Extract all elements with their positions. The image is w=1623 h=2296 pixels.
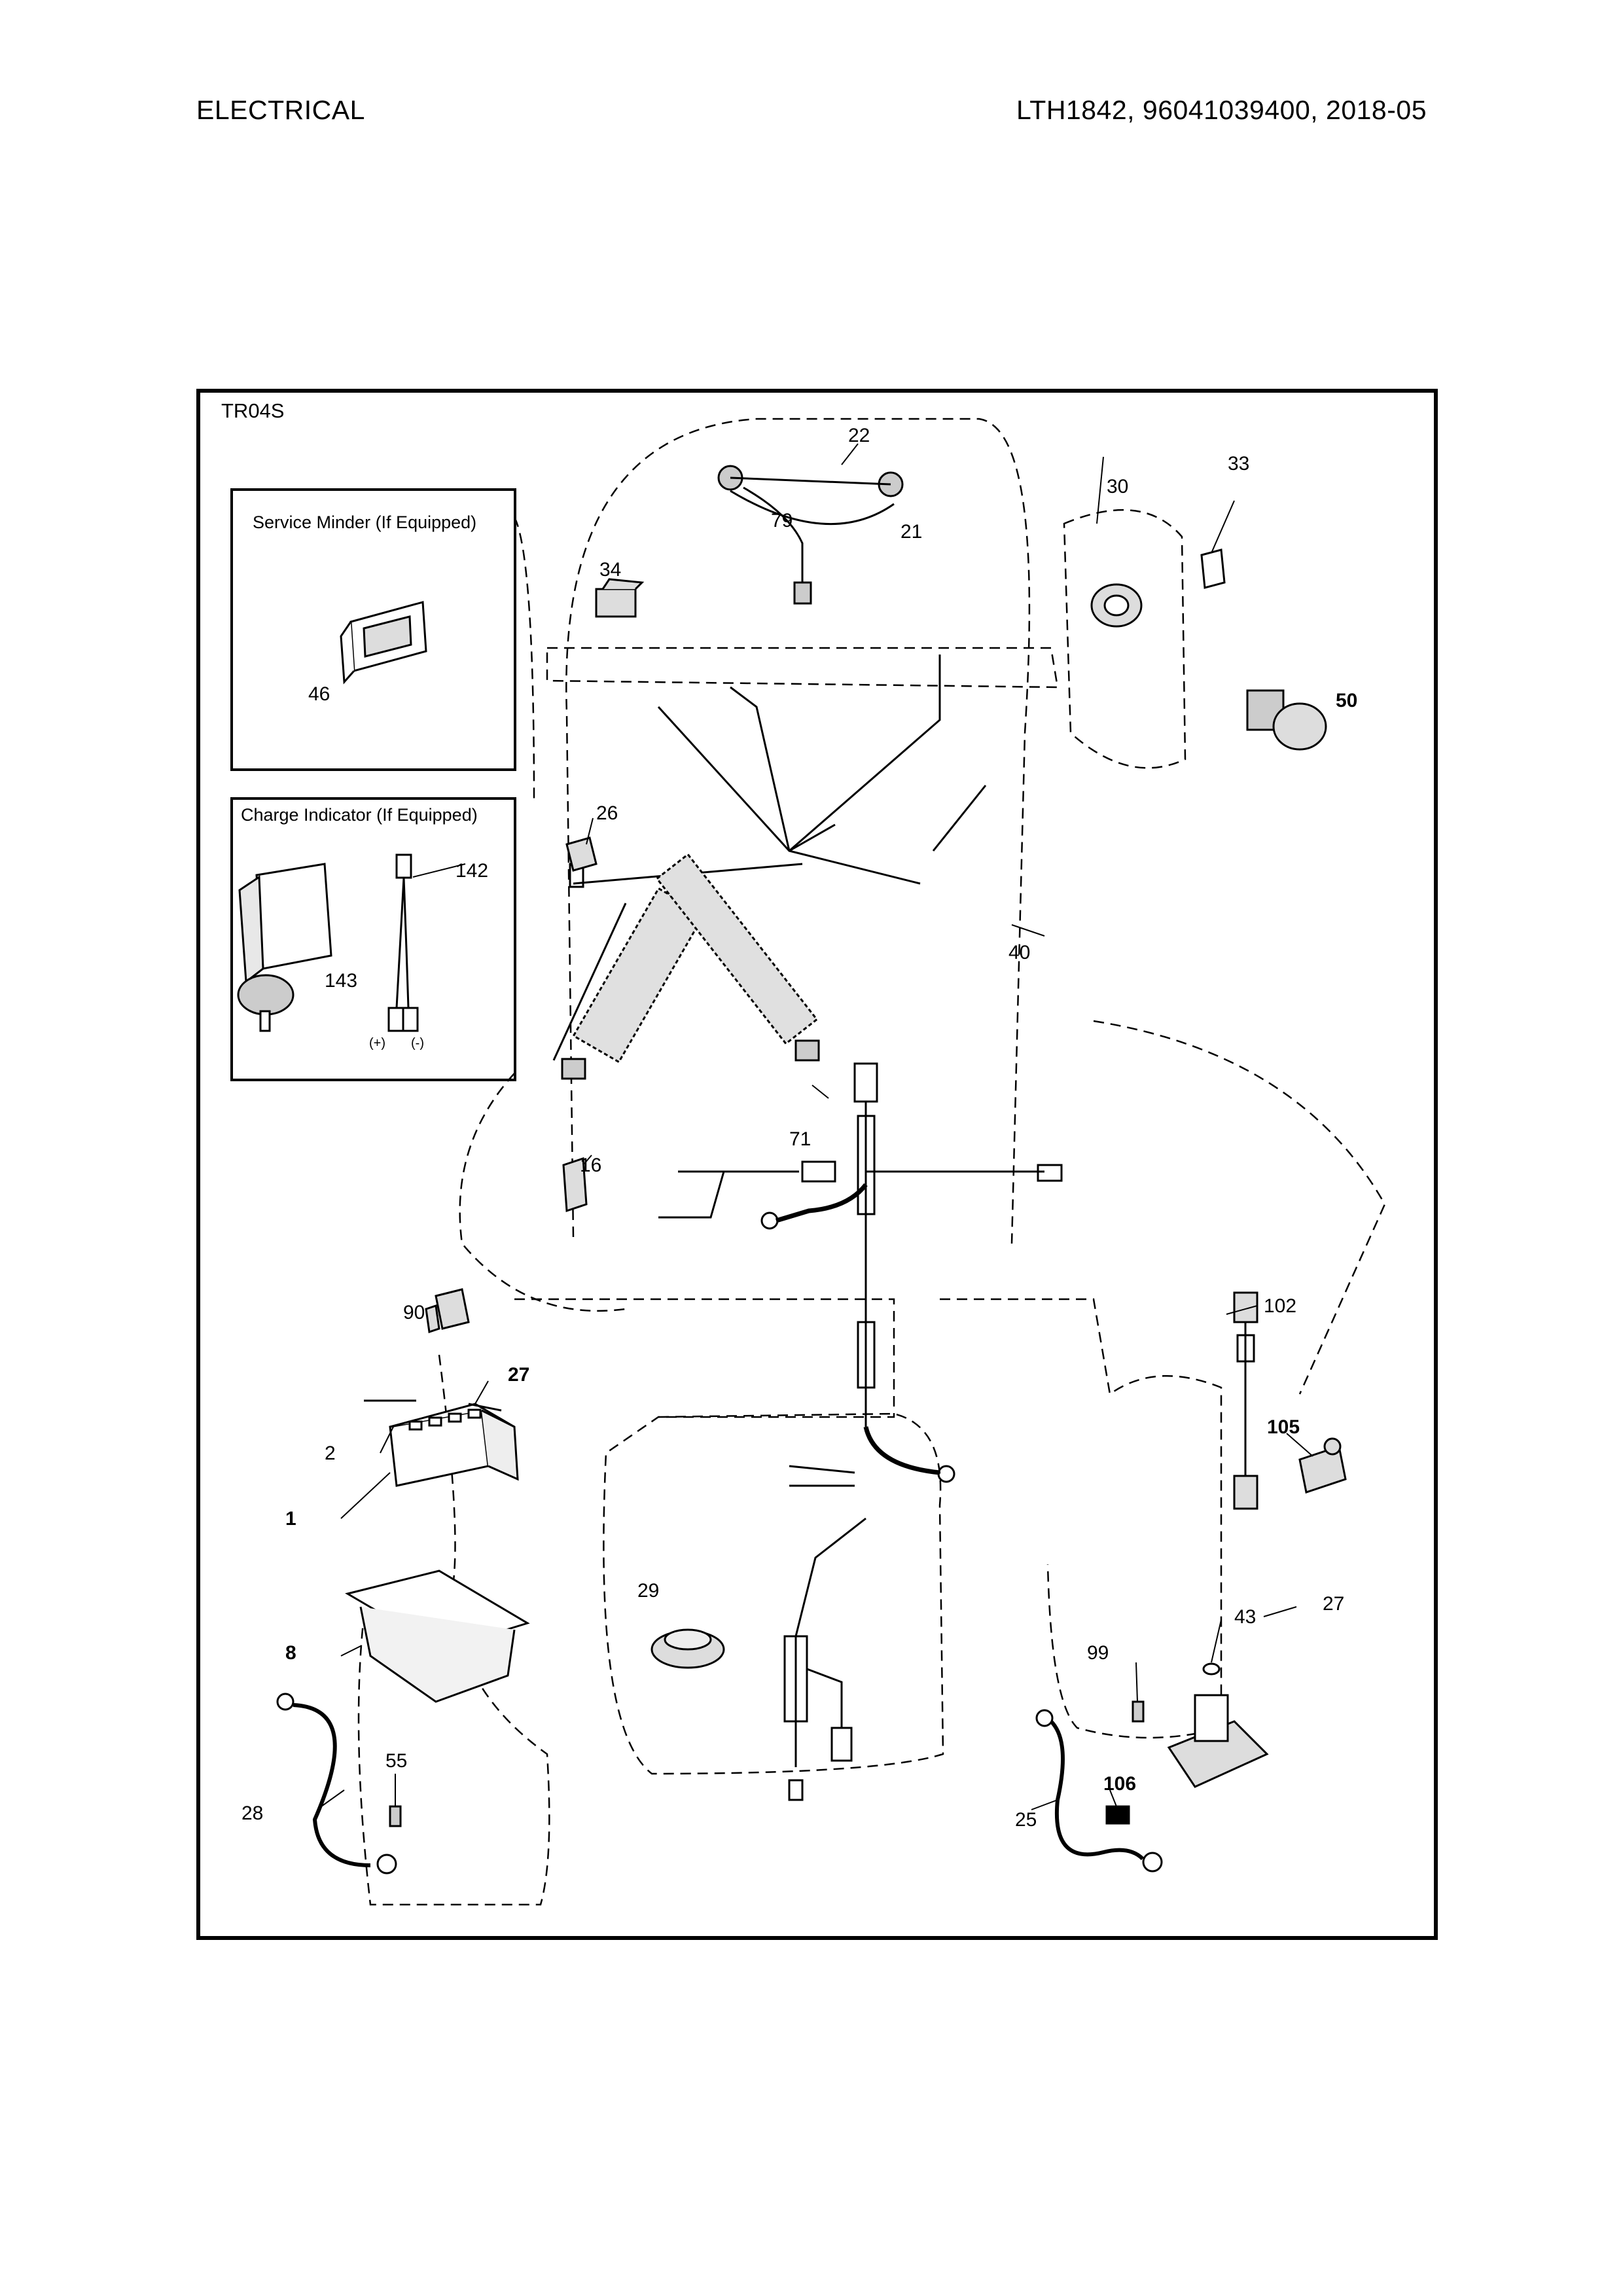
brake-switch-part — [1298, 1437, 1347, 1494]
electrical-parts-diagram: 2279213330344650261421434071169010227211… — [230, 418, 1386, 1906]
callout-26: 26 — [596, 802, 618, 824]
callout-28: 28 — [241, 1803, 263, 1824]
service-minder-inset — [230, 488, 516, 771]
chassis-outlines — [357, 418, 1386, 1906]
seat-switch-harness-part — [1233, 1291, 1258, 1510]
callout-30: 30 — [1107, 476, 1128, 497]
charge-indicator-title: Charge Indicator (If Equipped) — [241, 805, 478, 825]
harness-71-part — [658, 1062, 1063, 1801]
callout-21: 21 — [901, 521, 922, 543]
callout-50: 50 — [1336, 690, 1357, 711]
key-switch-outline — [1063, 509, 1186, 769]
callout-142: 142 — [455, 860, 488, 882]
horn-part — [651, 1628, 725, 1669]
section-title: ELECTRICAL — [196, 95, 365, 125]
starter-solenoid-part — [1167, 1662, 1269, 1788]
service-minder-title: Service Minder (If Equipped) — [253, 512, 477, 532]
callout-1: 1 — [285, 1508, 296, 1530]
fuse-holder-part — [565, 836, 597, 872]
hour-meter-part — [340, 601, 427, 685]
polarity-minus-label: (-) — [411, 1036, 424, 1050]
callout-27: 27 — [1323, 1593, 1344, 1615]
model-info: LTH1842, 96041039400, 2018-05 — [1016, 95, 1427, 125]
main-harness-part — [552, 655, 987, 1080]
callout-79: 79 — [771, 510, 793, 531]
headlight-harness-part — [717, 465, 904, 605]
callout-16: 16 — [580, 1155, 601, 1176]
hood-outline — [565, 418, 1031, 1244]
callout-27: 27 — [508, 1364, 529, 1386]
callout-106: 106 — [1103, 1773, 1136, 1795]
light-switch-part — [595, 578, 645, 618]
battery-part — [364, 1399, 519, 1487]
callout-46: 46 — [308, 683, 330, 705]
callout-33: 33 — [1228, 453, 1249, 475]
callout-25: 25 — [1015, 1809, 1037, 1831]
callout-40: 40 — [1008, 942, 1030, 963]
relay-16-part — [562, 1157, 588, 1213]
indicator-lead-part — [387, 853, 419, 1032]
callout-34: 34 — [599, 559, 621, 581]
charge-indicator-part — [237, 863, 332, 1032]
callout-143: 143 — [325, 970, 357, 992]
callout-99: 99 — [1087, 1642, 1109, 1664]
leader-lines — [321, 443, 1313, 1810]
battery-cable-28-part — [276, 1693, 397, 1874]
callout-22: 22 — [848, 425, 870, 446]
hardware-bolts — [389, 1700, 1145, 1827]
diagram-id: TR04S — [221, 399, 285, 422]
connector-90-part — [425, 1288, 470, 1333]
callout-2: 2 — [325, 1443, 336, 1464]
callout-90: 90 — [403, 1302, 425, 1323]
service-minder-link — [513, 516, 535, 799]
polarity-plus-label: (+) — [369, 1036, 385, 1050]
frame-mid-outline — [514, 1298, 895, 1418]
callout-105: 105 — [1267, 1416, 1300, 1438]
callout-8: 8 — [285, 1642, 296, 1664]
callout-71: 71 — [789, 1128, 811, 1150]
fender-right-outline — [1093, 1020, 1386, 1395]
dash-outline — [546, 647, 1059, 689]
fender-left-outline — [459, 1073, 626, 1312]
callout-29: 29 — [637, 1580, 659, 1602]
battery-cable-25-part — [1035, 1709, 1163, 1873]
ignition-switch-part — [1090, 548, 1226, 628]
battery-tray-part — [345, 1570, 530, 1703]
charge-indicator-inset — [230, 797, 516, 1081]
pedal-outline — [940, 1298, 1222, 1739]
callout-102: 102 — [1264, 1295, 1296, 1317]
pto-switch-part — [1246, 689, 1327, 751]
callout-43: 43 — [1234, 1606, 1256, 1628]
battery-tray-outline — [357, 1354, 550, 1906]
callout-55: 55 — [385, 1750, 407, 1772]
